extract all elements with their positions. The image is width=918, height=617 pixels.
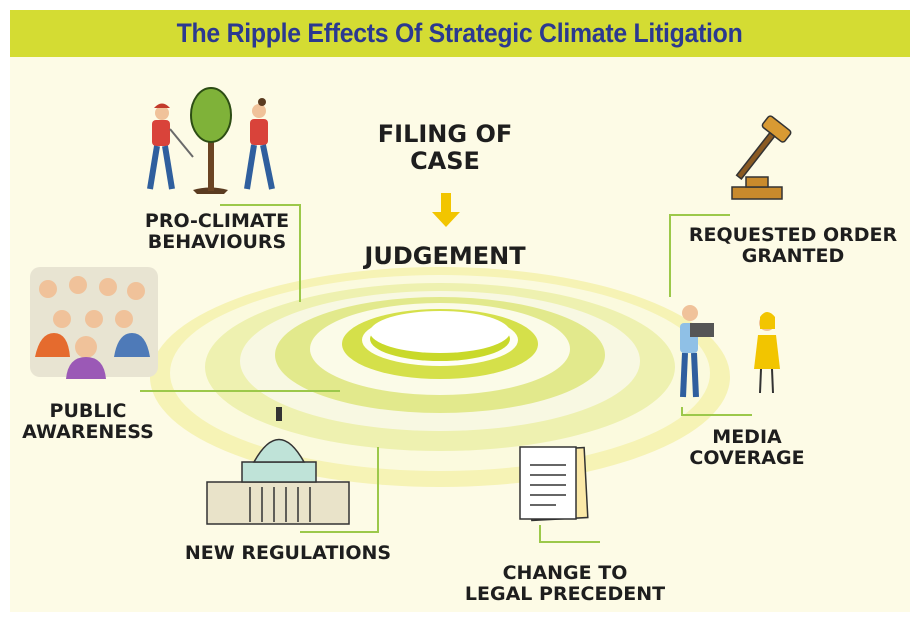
media-coverage-label: MEDIA COVERAGE [682, 426, 812, 470]
crowd-icon [30, 267, 158, 379]
legal-precedent-line-1: CHANGE TO [502, 562, 628, 584]
media-coverage-line-1: MEDIA [712, 426, 782, 448]
legal-precedent-line-2: LEGAL PRECEDENT [464, 583, 666, 606]
ripple-rings [150, 267, 730, 487]
document-icon [519, 446, 589, 522]
pro-climate-line-1: PRO-CLIMATE [144, 210, 290, 232]
ripple-diagram [30, 87, 792, 543]
title-banner: The Ripple Effects Of Strategic Climate … [10, 10, 910, 57]
tree-planting-icon [147, 87, 275, 194]
diagram-canvas: FILING OF CASE JUDGEMENT PRO-CLIMATE BEH… [10, 57, 910, 612]
requested-order-line-1: REQUESTED ORDER [688, 224, 898, 246]
page-title: The Ripple Effects Of Strategic Climate … [177, 18, 743, 48]
connector-lines [140, 204, 752, 543]
public-awareness-line-2: AWARENESS [22, 421, 154, 444]
public-awareness-label: PUBLIC AWARENESS [18, 400, 158, 444]
public-awareness-line-1: PUBLIC [49, 400, 127, 422]
filing-line-2: CASE [410, 146, 480, 175]
gavel-icon [731, 115, 792, 200]
media-crew-icon [680, 305, 780, 398]
requested-order-label: REQUESTED ORDER GRANTED [682, 224, 904, 268]
filing-of-case-label: FILING OF CASE [365, 121, 525, 175]
requested-order-line-2: GRANTED [741, 245, 845, 268]
new-regulations-label: NEW REGULATIONS [184, 542, 392, 564]
judgement-label: JUDGEMENT [364, 242, 526, 270]
media-coverage-line-2: COVERAGE [689, 447, 805, 470]
filing-line-1: FILING OF [377, 120, 513, 148]
legal-precedent-label: CHANGE TO LEGAL PRECEDENT [458, 562, 672, 606]
pro-climate-line-2: BEHAVIOURS [147, 231, 287, 254]
capitol-building-icon [206, 407, 350, 525]
down-arrow-icon [432, 193, 460, 227]
pro-climate-label: PRO-CLIMATE BEHAVIOURS [132, 210, 302, 254]
